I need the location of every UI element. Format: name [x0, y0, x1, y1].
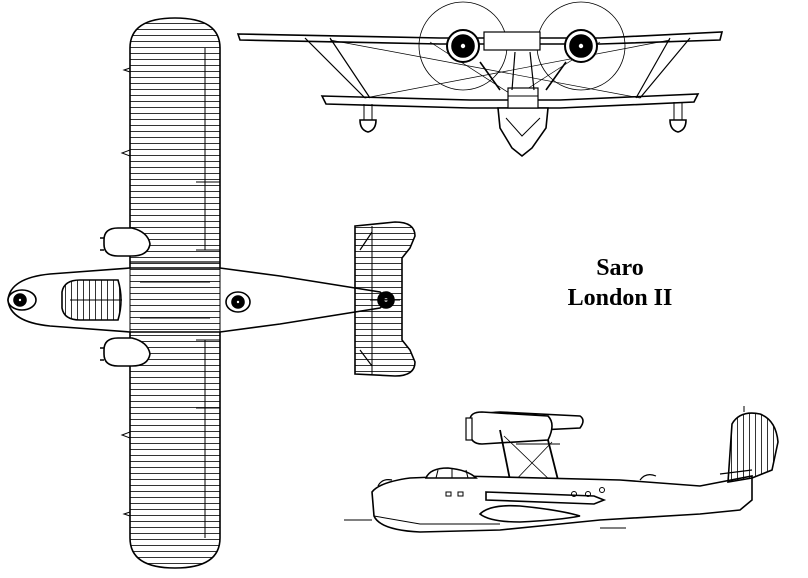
plan-view: [7, 17, 416, 569]
front-view: [236, 1, 724, 158]
caption-line-2: London II: [567, 285, 673, 311]
side-cockpit: [424, 467, 478, 479]
front-upper-wing: [236, 31, 724, 45]
side-tail-fin: [727, 412, 779, 483]
side-float: [478, 504, 581, 523]
front-hull: [497, 107, 549, 158]
front-float-right: [669, 119, 687, 133]
side-hull: [371, 475, 753, 533]
plan-engine-left: [103, 227, 151, 257]
side-view: [344, 406, 779, 533]
plan-engine-right: [103, 337, 151, 367]
caption-line-1: Saro: [596, 255, 644, 281]
plan-tailplane: [354, 221, 416, 377]
side-engine: [469, 411, 553, 445]
front-float-left: [359, 119, 377, 133]
